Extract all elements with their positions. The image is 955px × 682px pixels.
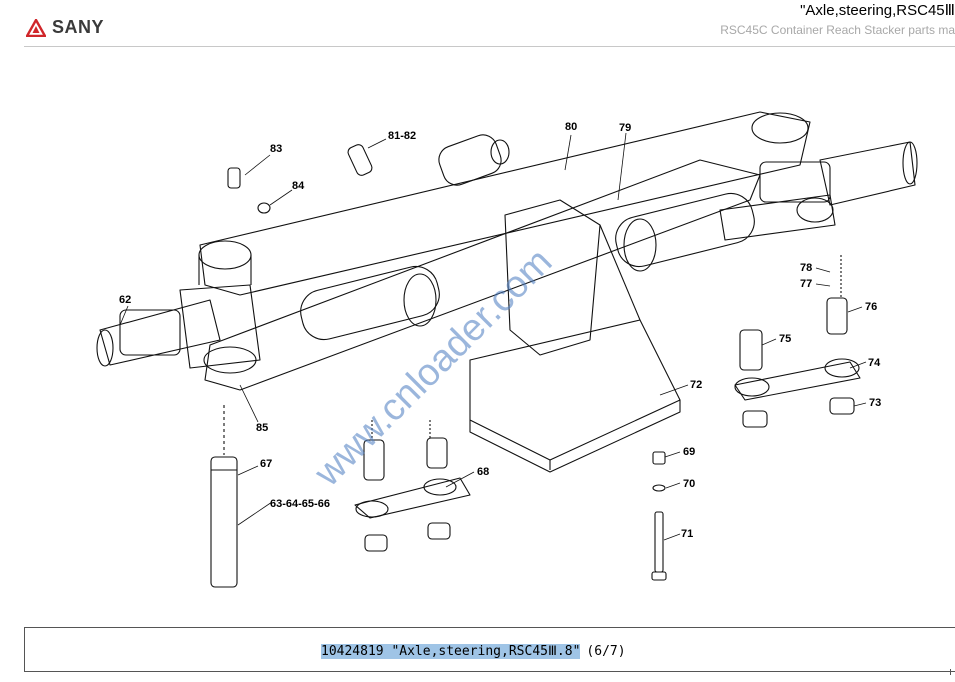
brand-name: SANY bbox=[52, 17, 105, 37]
callout-labels: 62 63-64-65-66 67 68 69 70 71 72 73 74 7… bbox=[119, 121, 881, 540]
callout-71: 71 bbox=[681, 528, 693, 540]
callout-62: 62 bbox=[119, 294, 131, 306]
document-title: "Axle,steering,RSC45Ⅲ bbox=[800, 2, 955, 19]
header-divider bbox=[24, 46, 955, 47]
callout-74: 74 bbox=[868, 357, 881, 369]
callout-85: 85 bbox=[256, 422, 268, 434]
callout-81-82: 81-82 bbox=[388, 130, 416, 142]
footer-part-reference: 10424819 "Axle,steering,RSC45Ⅲ.8" bbox=[321, 644, 581, 659]
axle-assembly-linework bbox=[96, 111, 918, 588]
callout-84: 84 bbox=[292, 180, 305, 192]
footer-tick bbox=[950, 669, 951, 675]
footer-caption-box: 10424819 "Axle,steering,RSC45Ⅲ.8"(6/7) 9 bbox=[24, 627, 955, 675]
callout-76: 76 bbox=[865, 301, 877, 313]
exploded-parts-drawing: www.cnloader.com 62 63-64-65-66 67 68 69… bbox=[96, 111, 918, 588]
page-header: SANY "Axle,steering,RSC45Ⅲ RSC45C Contai… bbox=[0, 0, 955, 48]
callout-73: 73 bbox=[869, 397, 881, 409]
sany-triangle-icon bbox=[26, 18, 46, 37]
callout-80: 80 bbox=[565, 121, 577, 133]
callout-leaders bbox=[119, 132, 867, 541]
callout-83: 83 bbox=[270, 143, 282, 155]
callout-75: 75 bbox=[779, 333, 791, 345]
callout-79: 79 bbox=[619, 122, 631, 134]
callout-77: 77 bbox=[800, 278, 812, 290]
callout-70: 70 bbox=[683, 478, 695, 490]
callout-63-66: 63-64-65-66 bbox=[270, 498, 330, 510]
document-subtitle: RSC45C Container Reach Stacker parts ma bbox=[720, 23, 955, 37]
sany-logo: SANY bbox=[26, 17, 104, 38]
footer-caption: 10424819 "Axle,steering,RSC45Ⅲ.8" (6/7) bbox=[321, 644, 626, 659]
callout-68: 68 bbox=[477, 466, 489, 478]
footer-page-indicator: (6/7) bbox=[586, 644, 626, 659]
callout-67: 67 bbox=[260, 458, 272, 470]
callout-72: 72 bbox=[690, 379, 702, 391]
callout-78: 78 bbox=[800, 262, 812, 274]
watermark-text: www.cnloader.com bbox=[306, 241, 560, 495]
callout-69: 69 bbox=[683, 446, 695, 458]
